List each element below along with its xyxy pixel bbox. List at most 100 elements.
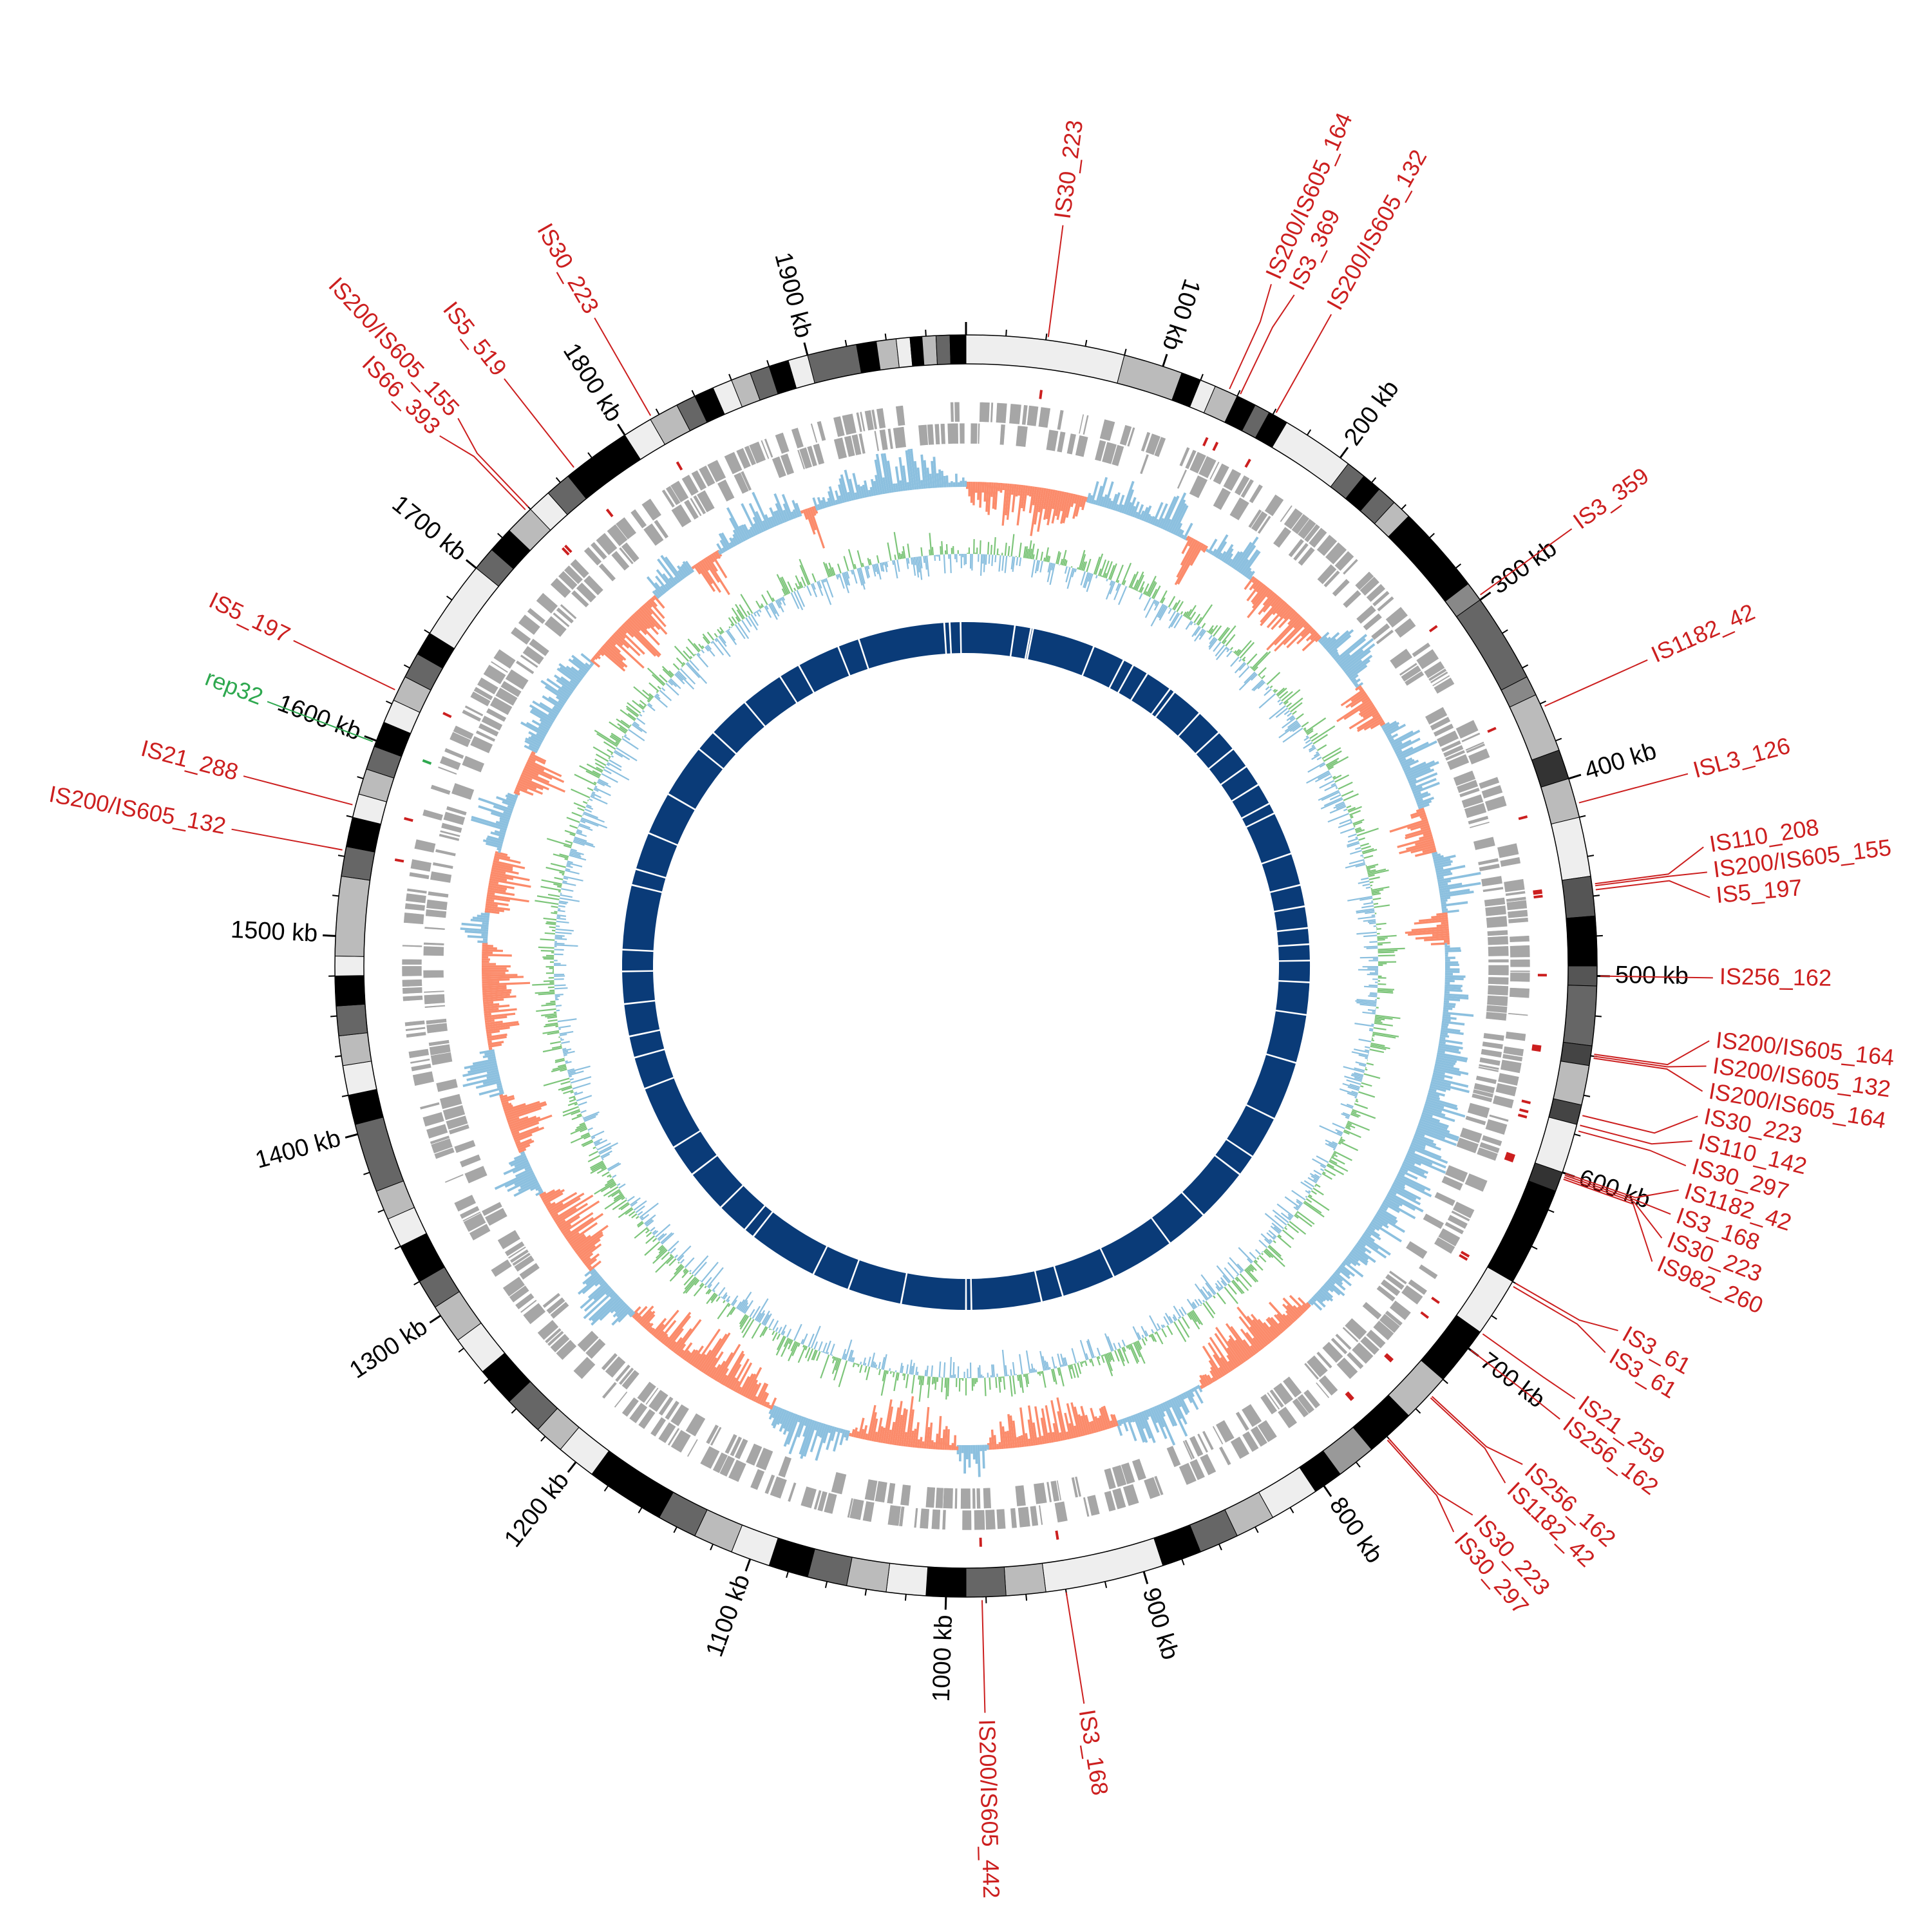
label-leader-line: [1595, 880, 1710, 898]
gene-block-forward: [1379, 1313, 1401, 1334]
major-tick: [617, 423, 626, 436]
gene-block-forward: [629, 1402, 649, 1424]
gc-skew-positive-bar: [1415, 838, 1434, 846]
gc-content-low-bar: [1363, 902, 1374, 905]
gc-skew-negative-bar: [1108, 500, 1113, 509]
gc-skew-positive-bar: [1282, 1313, 1293, 1325]
gc-content-high-bar: [864, 1365, 867, 1373]
gc-content-low-bar: [1060, 1353, 1065, 1367]
gene-block-forward: [518, 614, 541, 636]
gc-content-high-bar: [543, 917, 557, 921]
gene-block-forward: [1416, 649, 1439, 670]
gc-content-high-bar: [1151, 1333, 1157, 1343]
minor-tick: [386, 700, 392, 705]
gc-skew-positive-bar: [1350, 694, 1368, 708]
gc-content-low-bar: [713, 1290, 715, 1293]
gc-content-high-bar: [853, 564, 857, 569]
gene-block-forward: [490, 660, 509, 674]
gc-content-low-bar: [1071, 568, 1075, 578]
gc-skew-positive-bar: [513, 791, 520, 796]
gc-skew-positive-bar: [706, 1351, 724, 1377]
gene-block-reverse: [1015, 425, 1028, 448]
ideogram-band: [925, 1566, 967, 1598]
gc-content-high-bar: [1159, 590, 1168, 603]
gene-block-reverse: [1342, 589, 1362, 609]
gc-content-low-bar: [758, 609, 762, 613]
minor-tick: [337, 855, 345, 857]
gc-content-high-bar: [652, 1237, 658, 1242]
gene-block-reverse: [1475, 1075, 1497, 1085]
gc-content-low-bar: [1234, 661, 1245, 674]
gc-skew-negative-bar: [1387, 734, 1392, 739]
gene-block-reverse: [1464, 802, 1487, 819]
gc-skew-negative-bar: [1431, 1079, 1452, 1086]
gene-block-reverse: [1444, 749, 1466, 761]
gc-skew-positive-bar: [689, 1345, 704, 1365]
gc-content-low-bar: [1321, 791, 1340, 801]
gc-content-high-bar: [1307, 730, 1314, 735]
gc-content-low-bar: [1272, 1209, 1289, 1224]
gene-block-reverse: [481, 1201, 503, 1217]
gc-skew-negative-bar: [657, 558, 678, 585]
gc-skew-negative-bar: [1444, 996, 1469, 1000]
gene-block-reverse: [435, 1078, 459, 1093]
gc-skew-positive-bar: [661, 1336, 669, 1345]
gc-content-high-bar: [690, 656, 693, 659]
gc-content-high-bar: [645, 1235, 656, 1244]
gene-block-reverse: [1443, 744, 1464, 758]
gc-content-high-bar: [566, 817, 580, 823]
gc-skew-negative-bar: [1126, 1416, 1137, 1441]
gc-content-low-bar: [737, 622, 750, 639]
gc-skew-positive-bar: [490, 873, 514, 880]
gc-content-high-bar: [685, 646, 695, 657]
gc-skew-negative-bar: [1428, 1088, 1437, 1092]
gene-block-forward: [1143, 1476, 1161, 1500]
gc-content-low-bar: [1338, 821, 1353, 829]
gene-block-forward: [1346, 1351, 1365, 1370]
gc-content-high-bar: [820, 1354, 830, 1379]
gc-skew-positive-bar: [1343, 700, 1372, 720]
label-leader-line: [1388, 1438, 1473, 1516]
gc-content-high-bar: [790, 1341, 797, 1352]
gc-skew-positive-bar: [972, 482, 976, 506]
gc-content-low-bar: [1213, 641, 1222, 652]
gene-block-reverse: [1297, 546, 1316, 567]
gc-skew-positive-bar: [1057, 1411, 1065, 1441]
gc-content-high-bar: [559, 871, 565, 875]
gc-content-high-bar: [1043, 557, 1046, 562]
gc-content-low-bar: [1358, 1054, 1368, 1058]
inner-ring-segment: [754, 1212, 827, 1274]
gc-content-high-bar: [657, 1244, 664, 1251]
gc-content-low-bar: [829, 1343, 835, 1356]
gc-content-low-bar: [886, 561, 889, 567]
gc-skew-negative-bar: [1143, 1410, 1150, 1421]
gc-skew-negative-bar: [899, 480, 904, 491]
gene-block-reverse: [734, 1438, 749, 1460]
gc-skew-positive-bar: [636, 610, 659, 635]
gc-skew-negative-bar: [1432, 851, 1438, 855]
gc-content-high-bar: [979, 540, 981, 554]
gc-skew-positive-bar: [503, 1103, 526, 1112]
gc-content-high-bar: [554, 1057, 565, 1062]
gene-block-forward: [477, 677, 499, 696]
gc-skew-negative-bar: [721, 532, 732, 549]
gc-content-low-bar: [706, 1267, 724, 1288]
gc-skew-positive-bar: [981, 482, 985, 493]
gc-content-high-bar: [1288, 697, 1303, 710]
gc-content-low-bar: [1238, 663, 1247, 671]
gc-skew-positive-bar: [603, 643, 624, 661]
minor-tick: [555, 477, 561, 483]
gc-content-low-bar: [825, 1340, 831, 1354]
gc-skew-negative-bar: [773, 493, 788, 523]
gc-content-low-bar: [560, 894, 573, 898]
gc-skew-negative-bar: [1112, 492, 1121, 511]
gc-content-low-bar: [810, 583, 818, 598]
gc-skew-negative-bar: [544, 685, 568, 702]
gc-content-low-bar: [574, 1091, 583, 1096]
gc-skew-positive-bar: [989, 1437, 992, 1450]
gc-skew-negative-bar: [895, 466, 901, 492]
gc-content-low-bar: [1359, 897, 1373, 901]
gc-content-low-bar: [864, 1363, 867, 1366]
gc-skew-positive-bar: [494, 853, 511, 860]
gene-block-reverse: [999, 424, 1006, 446]
